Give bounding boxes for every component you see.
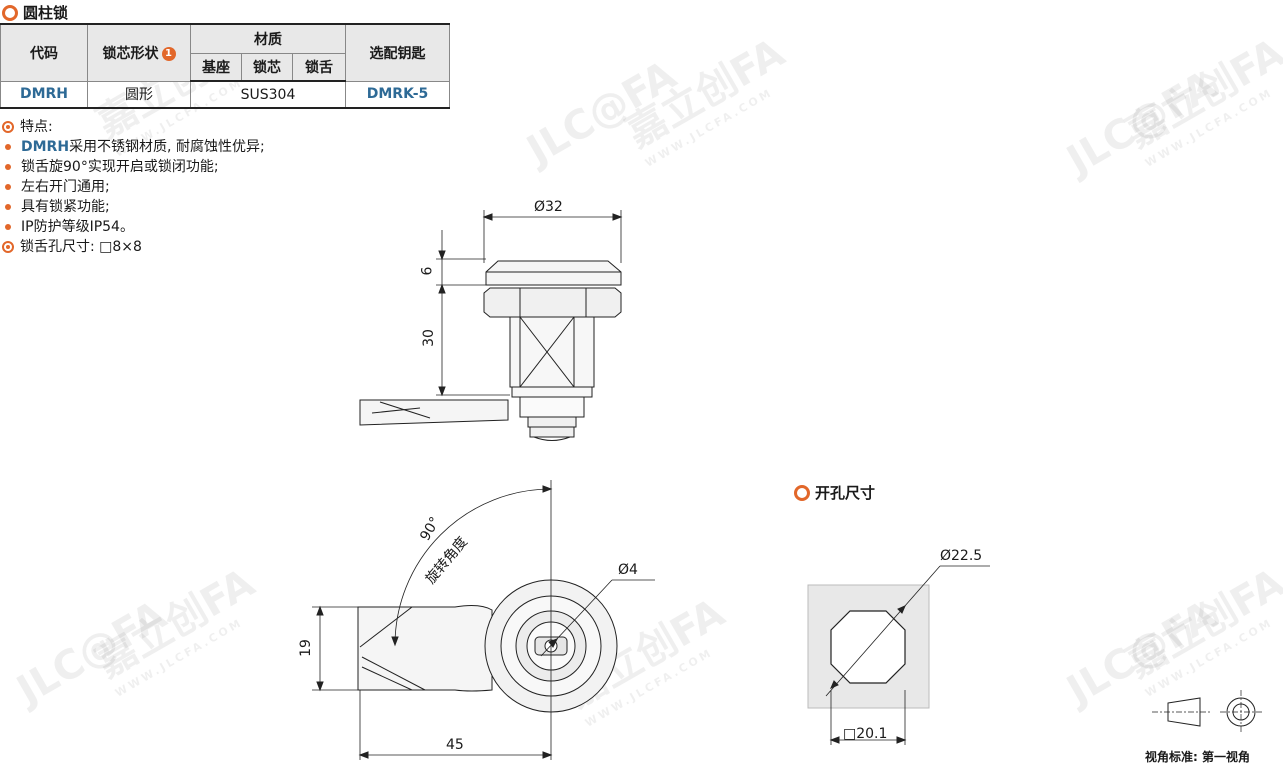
cell-key: DMRK-5: [345, 80, 450, 109]
section-title: 圆柱锁: [2, 2, 68, 23]
target-bullet-icon: [2, 241, 14, 253]
cell-material: SUS304: [190, 80, 346, 109]
target-bullet-icon: [2, 121, 14, 133]
list-item: IP防护等级IP54。: [2, 217, 265, 237]
dim-square-20-1: □20.1: [843, 726, 888, 742]
header-key: 选配钥匙: [345, 23, 450, 82]
dim-diameter-22-5: Ø22.5: [940, 548, 983, 564]
dim-diameter-32: Ø32: [534, 199, 563, 215]
hole-size-note: 锁舌孔尺寸: □8×8: [2, 237, 265, 257]
dim-length-45: 45: [446, 737, 464, 753]
dim-height-30: 30: [420, 329, 437, 347]
list-item: 锁舌旋90°实现开启或锁闭功能;: [2, 157, 265, 177]
circle-bullet-icon: [794, 484, 810, 501]
list-item: 具有锁紧功能;: [2, 197, 265, 217]
list-item: DMRH采用不锈钢材质, 耐腐蚀性优异;: [2, 137, 265, 157]
dot-bullet-icon: [5, 224, 11, 230]
header-tongue: 锁舌: [292, 52, 346, 82]
dim-height-6: 6: [419, 266, 436, 276]
features: 特点: DMRH采用不锈钢材质, 耐腐蚀性优异; 锁舌旋90°实现开启或锁闭功能…: [2, 117, 265, 257]
table-row: DMRH 圆形 SUS304 DMRK-5: [0, 80, 450, 109]
cell-code: DMRH: [0, 80, 88, 109]
header-core: 锁芯: [241, 52, 293, 82]
dot-bullet-icon: [5, 164, 11, 170]
circle-bullet-icon: [2, 4, 18, 21]
header-base: 基座: [190, 52, 242, 82]
header-material: 材质: [190, 23, 346, 54]
dim-width-19: 19: [297, 639, 314, 657]
cutout-title: 开孔尺寸: [794, 482, 875, 503]
list-item: 左右开门通用;: [2, 177, 265, 197]
features-heading: 特点:: [2, 117, 265, 137]
header-code: 代码: [0, 23, 88, 82]
dot-bullet-icon: [5, 144, 11, 150]
dot-bullet-icon: [5, 204, 11, 210]
dim-diameter-4: Ø4: [618, 562, 638, 578]
projection-standard: 视角标准: 第一视角: [1145, 750, 1250, 764]
dot-bullet-icon: [5, 184, 11, 190]
note-badge: 1: [161, 46, 176, 61]
